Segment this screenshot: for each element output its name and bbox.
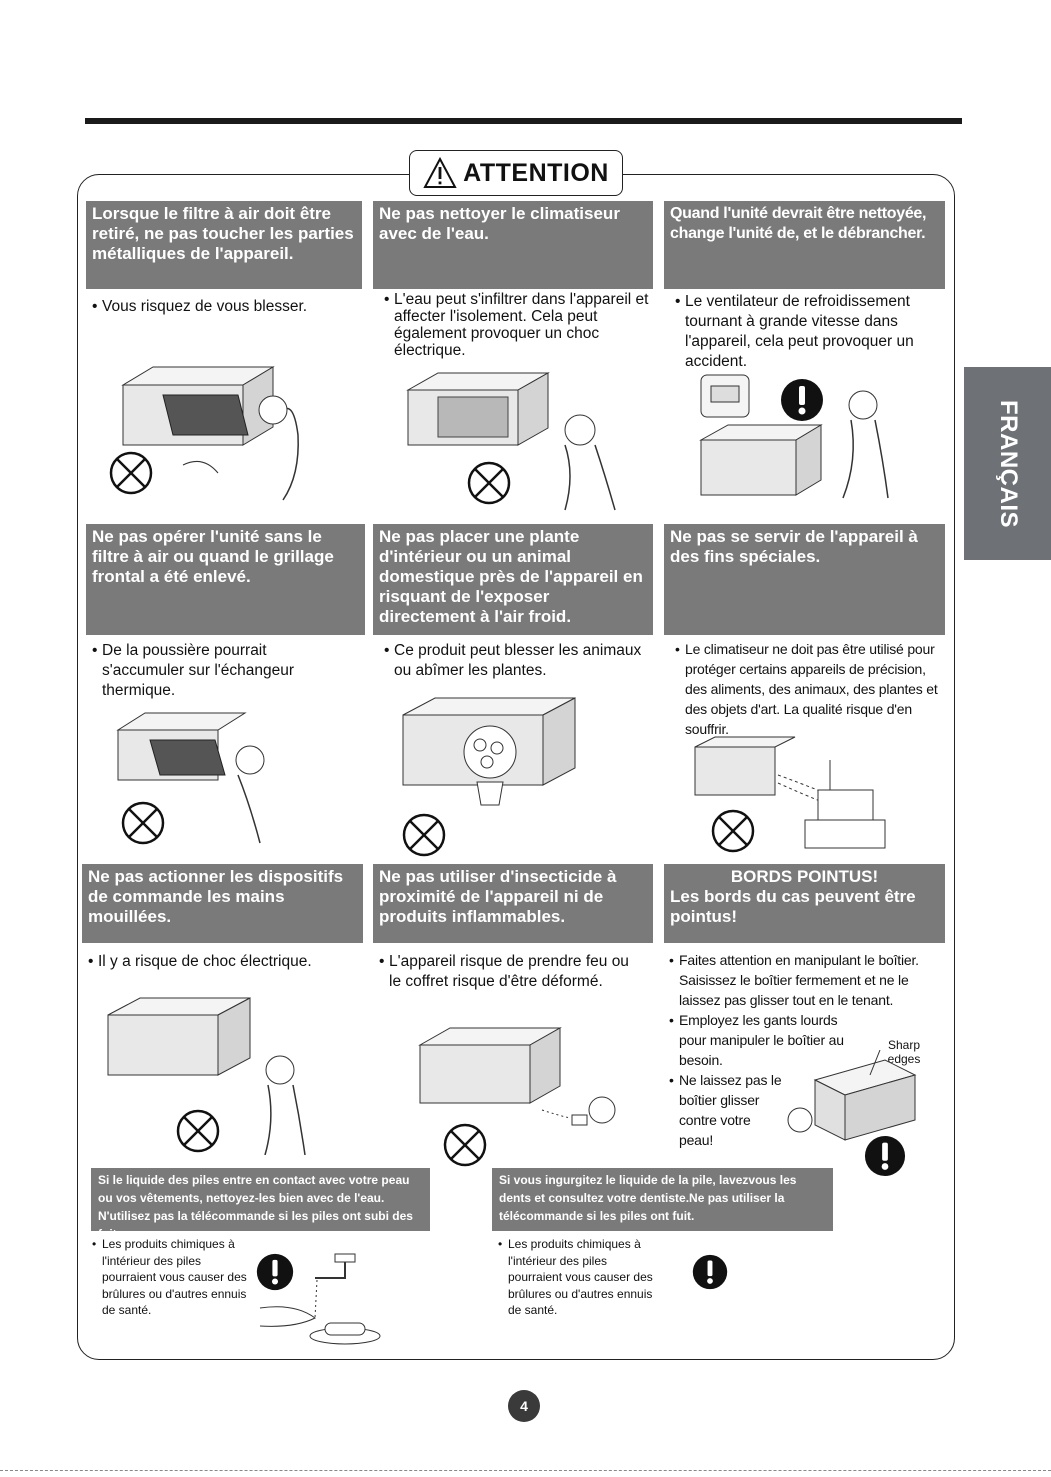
attention-title: ATTENTION bbox=[409, 150, 623, 196]
cell-4-bullets: De la poussière pourrait s'accumuler sur… bbox=[92, 641, 342, 701]
cell-7-heading: Ne pas actionner les dispositifs de comm… bbox=[82, 864, 363, 943]
sharp-edges-subtitle: Les bords du cas peuvent être pointus! bbox=[670, 887, 916, 926]
cell-7-bullets: Il y a risque de choc électrique. bbox=[88, 953, 353, 970]
cell-5-bullets: Ce produit peut blesser les animaux ou a… bbox=[384, 641, 649, 681]
bullet-item: Ce produit peut blesser les animaux ou a… bbox=[384, 641, 649, 681]
special-use-illustration bbox=[694, 736, 886, 849]
top-rule bbox=[85, 118, 962, 124]
sharp-edges-label: Sharp edges bbox=[887, 1038, 921, 1066]
mandatory-icon bbox=[864, 1135, 906, 1177]
mandatory-icon bbox=[692, 1254, 728, 1290]
bullet-item: De la poussière pourrait s'accumuler sur… bbox=[92, 641, 342, 701]
sharp-edges-title: BORDS POINTUS! bbox=[730, 867, 879, 886]
prohibited-icon bbox=[467, 461, 511, 505]
bullet-item: L'eau peut s'infiltrer dans l'appareil e… bbox=[384, 291, 649, 359]
unplug-illustration bbox=[699, 374, 889, 499]
prohibited-icon bbox=[711, 809, 755, 853]
cell-8-bullets: L'appareil risque de prendre feu ou le c… bbox=[379, 952, 644, 992]
cell-8-heading: Ne pas utiliser d'insecticide à proximit… bbox=[373, 864, 653, 943]
cell-3-bullets: Le ventilateur de refroidissement tourna… bbox=[675, 292, 945, 372]
cell-9-heading: BORDS POINTUS! Les bords du cas peuvent … bbox=[664, 864, 945, 943]
cell-1-bullets: Vous risquez de vous blesser. bbox=[92, 298, 357, 315]
page-title: ATTENTION bbox=[463, 158, 609, 187]
cell-1-heading: Lorsque le filtre à air doit être retiré… bbox=[86, 201, 362, 289]
cell-9-bullets: Faites attention en manipulant le boîtie… bbox=[669, 950, 945, 1150]
sharp-edges-illustration bbox=[787, 1050, 917, 1141]
prohibited-icon bbox=[443, 1123, 487, 1167]
cell-4-heading: Ne pas opérer l'unité sans le filtre à a… bbox=[86, 524, 365, 635]
bullet-item: Il y a risque de choc électrique. bbox=[88, 953, 353, 970]
cell-11-bullets: Les produits chimiques à l'intérieur des… bbox=[498, 1236, 663, 1319]
insecticide-illustration bbox=[418, 1027, 616, 1126]
bullet-item: Les produits chimiques à l'intérieur des… bbox=[92, 1236, 252, 1319]
filter-removal-illustration bbox=[121, 366, 299, 501]
cell-3-heading: Quand l'unité devrait être nettoyée, cha… bbox=[664, 201, 945, 289]
warning-triangle-icon bbox=[423, 157, 457, 188]
cell-6-bullets: Le climatiseur ne doit pas être utilisé … bbox=[675, 639, 947, 739]
cell-11-heading: Si vous ingurgitez le liquide de la pile… bbox=[492, 1168, 833, 1231]
bullet-item: Le ventilateur de refroidissement tourna… bbox=[675, 292, 945, 372]
bullet-item: L'appareil risque de prendre feu ou le c… bbox=[379, 952, 644, 992]
prohibited-icon bbox=[176, 1109, 220, 1153]
language-tab: FRANÇAIS bbox=[964, 367, 1051, 560]
cell-10-heading: Si le liquide des piles entre en contact… bbox=[91, 1168, 430, 1241]
no-filter-illustration bbox=[116, 712, 265, 844]
bullet-item: Faites attention en manipulant le boîtie… bbox=[669, 950, 945, 1010]
cell-6-heading: Ne pas se servir de l'appareil à des fin… bbox=[664, 524, 945, 635]
plant-illustration bbox=[402, 697, 576, 806]
prohibited-icon bbox=[402, 813, 446, 857]
bullet-item: Employez les gants lourds pour manipuler… bbox=[669, 1010, 945, 1070]
water-cleaning-illustration bbox=[406, 372, 616, 511]
mandatory-icon bbox=[256, 1253, 294, 1291]
bullet-item: Les produits chimiques à l'intérieur des… bbox=[498, 1236, 663, 1319]
bullet-item: Le climatiseur ne doit pas être utilisé … bbox=[675, 639, 947, 739]
washing-hands-illustration bbox=[259, 1253, 381, 1345]
mandatory-icon bbox=[781, 379, 823, 421]
cell-10-bullets: Les produits chimiques à l'intérieur des… bbox=[92, 1236, 252, 1319]
bullet-item: Vous risquez de vous blesser. bbox=[92, 298, 357, 315]
page-number: 4 bbox=[508, 1390, 540, 1422]
cell-2-bullets: L'eau peut s'infiltrer dans l'appareil e… bbox=[384, 291, 649, 359]
cell-5-heading: Ne pas placer une plante d'intérieur ou … bbox=[373, 524, 653, 635]
bullet-item: Ne laissez pas le boîtier glisser contre… bbox=[669, 1070, 945, 1150]
bottom-divider bbox=[0, 1470, 1051, 1471]
cell-2-heading: Ne pas nettoyer le climatiseur avec de l… bbox=[373, 201, 653, 289]
language-label: FRANÇAIS bbox=[994, 399, 1022, 528]
prohibited-icon bbox=[109, 451, 153, 495]
prohibited-icon bbox=[121, 801, 165, 845]
wet-hands-illustration bbox=[107, 997, 306, 1155]
